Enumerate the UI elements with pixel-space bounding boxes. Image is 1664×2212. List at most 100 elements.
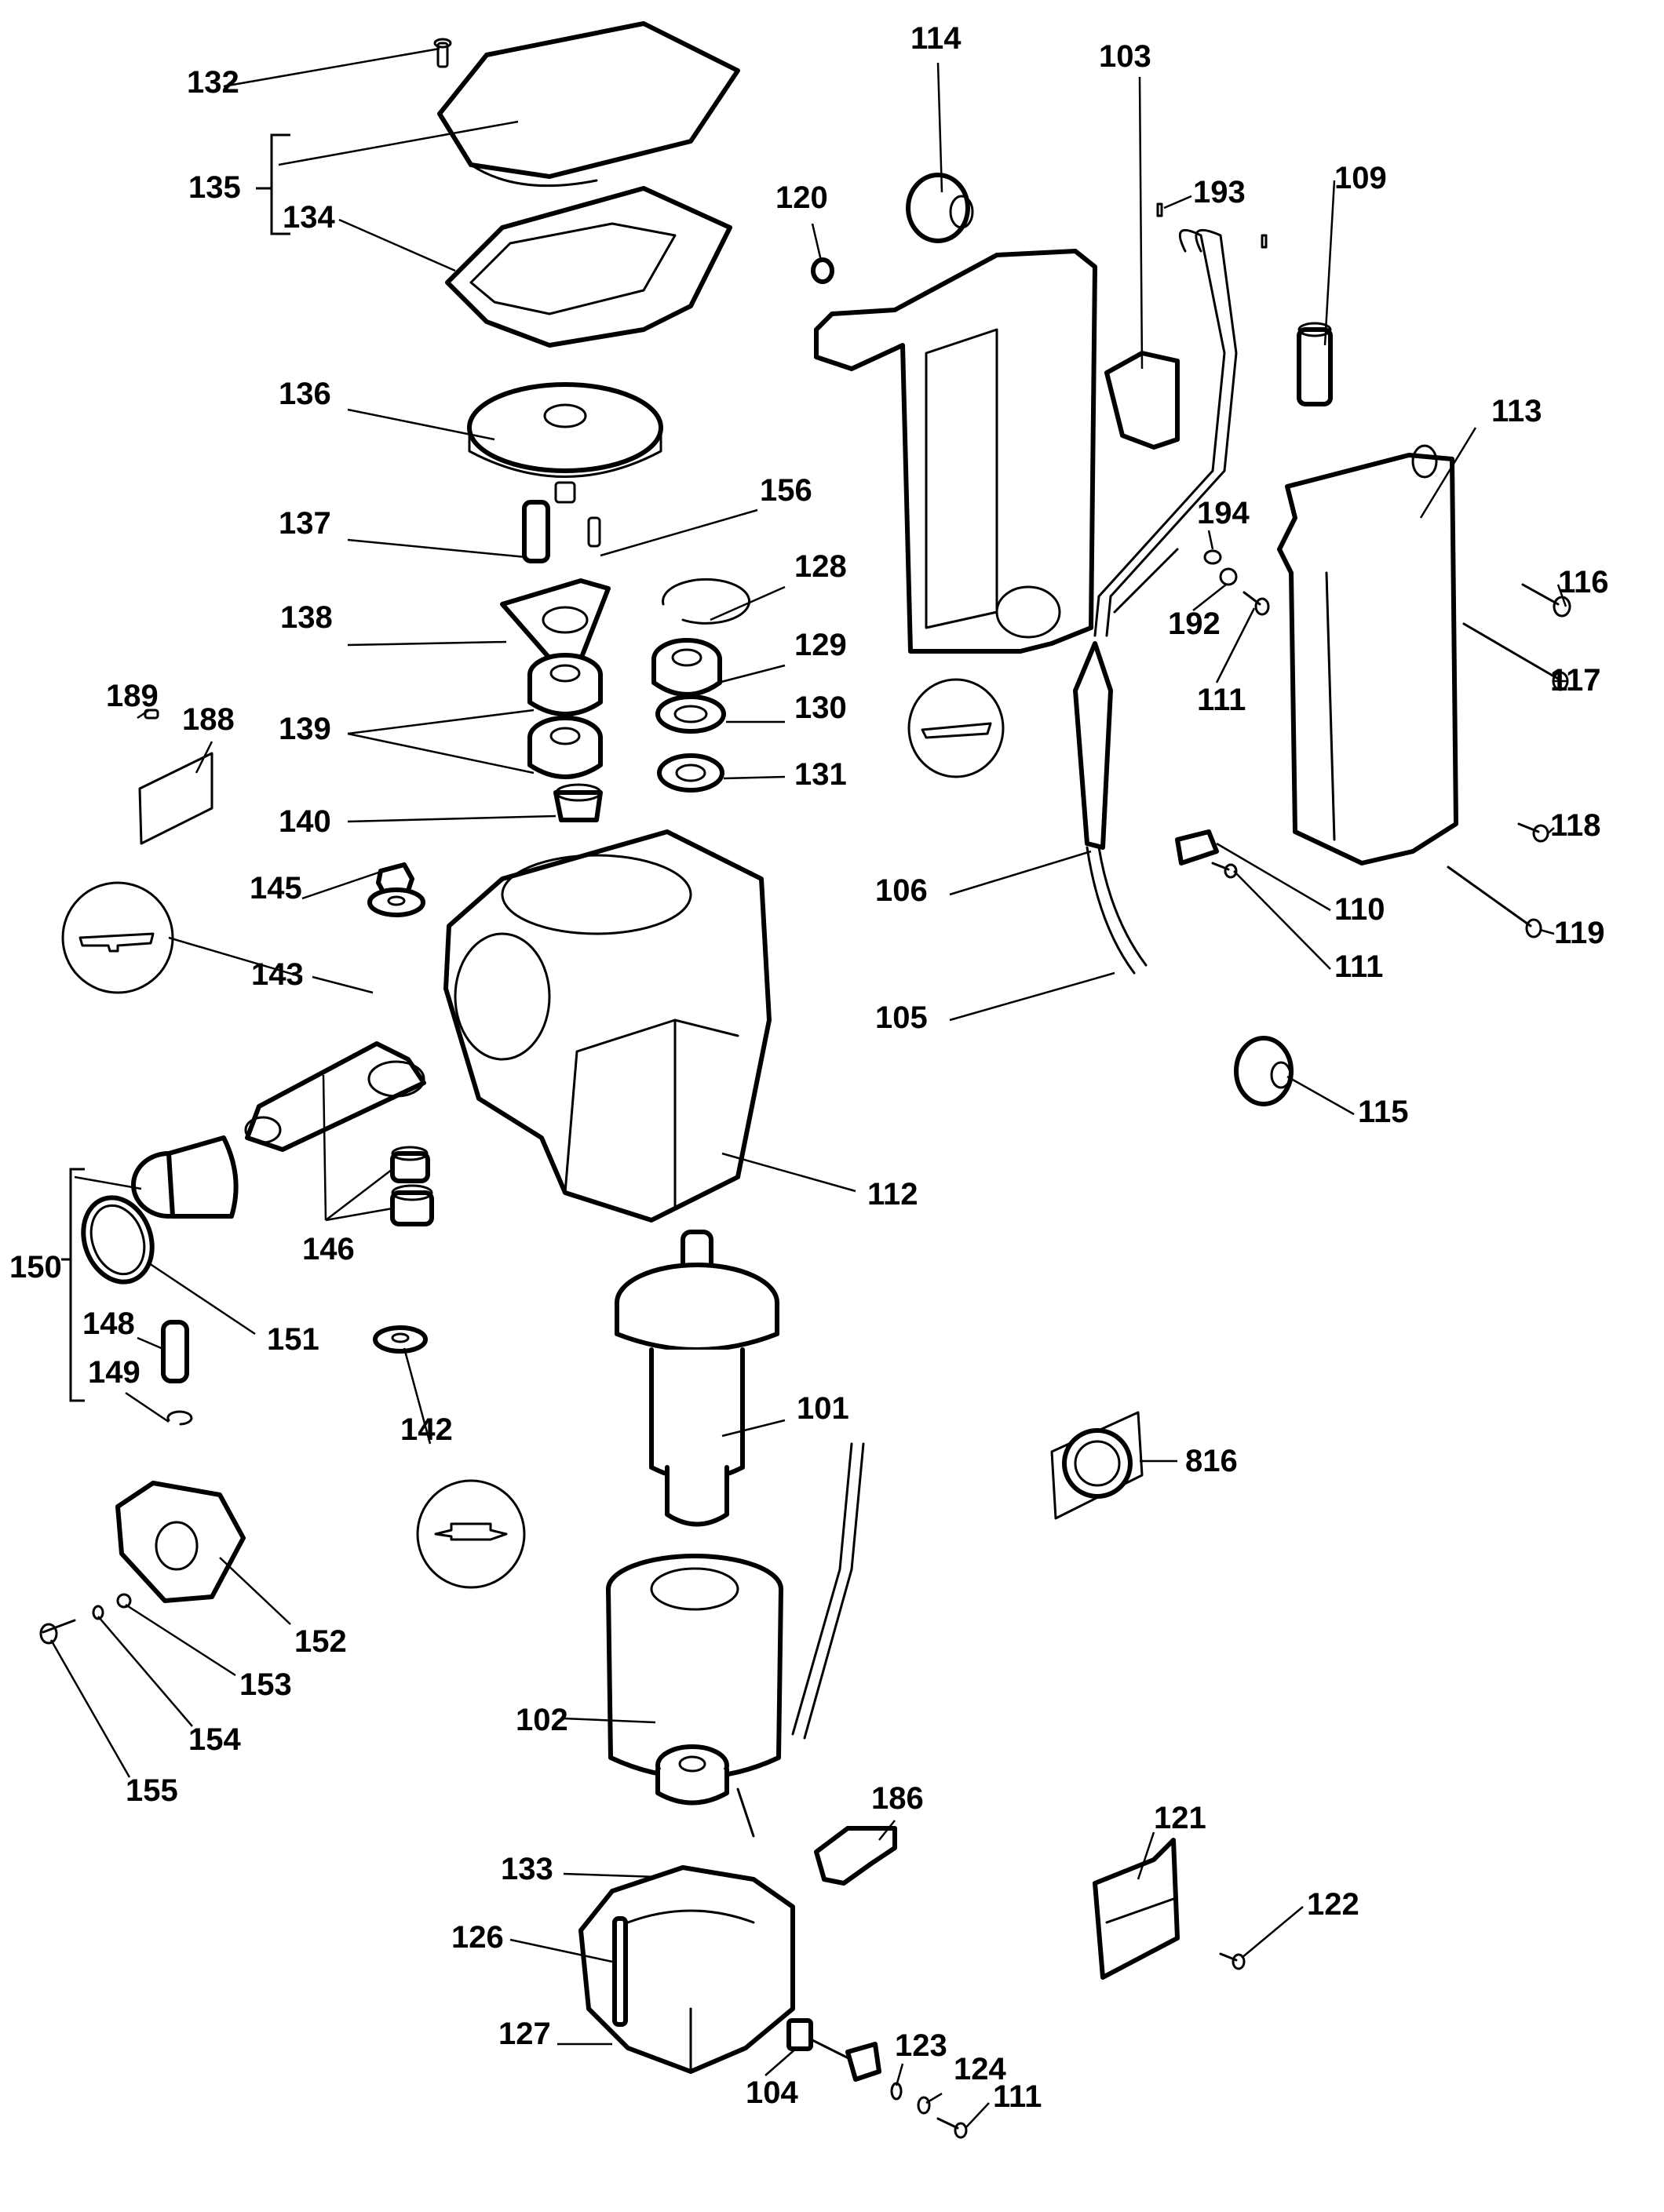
callout-115[interactable]: 115: [1286, 1075, 1409, 1129]
part-153-washer[interactable]: [116, 1593, 132, 1609]
part-151-piston-ring[interactable]: [72, 1188, 164, 1292]
part-118-screw[interactable]: [1517, 822, 1549, 843]
part-111-screw-clamp[interactable]: [1211, 862, 1238, 879]
callout-119[interactable]: 119: [1539, 916, 1605, 950]
callout-118[interactable]: 118: [1547, 808, 1601, 843]
part-149-clip[interactable]: [166, 1410, 193, 1426]
part-155-bolt[interactable]: [39, 1619, 76, 1645]
callout-139[interactable]: 139: [279, 709, 535, 746]
part-122-screw[interactable]: [1219, 1952, 1246, 1970]
callout-137[interactable]: 137: [279, 506, 527, 559]
callout-140[interactable]: 140: [279, 804, 556, 839]
callout-123[interactable]: 123: [895, 2028, 947, 2086]
part-146-needle-bearing-b[interactable]: [390, 1184, 434, 1226]
part-154-washer[interactable]: [92, 1605, 104, 1620]
part-105-cord[interactable]: [1086, 846, 1148, 975]
callout-130[interactable]: 130: [726, 691, 847, 725]
callout-127[interactable]: 127: [498, 2017, 612, 2051]
part-193-contacts[interactable]: [1156, 202, 1268, 249]
callout-102[interactable]: 102: [516, 1703, 656, 1737]
callout-155[interactable]: 155: [49, 1639, 178, 1808]
part-189-rivet[interactable]: [144, 709, 159, 720]
callout-131[interactable]: 131: [723, 757, 847, 792]
callout-149[interactable]: 149: [88, 1355, 170, 1423]
callout-189[interactable]: 189: [106, 679, 159, 720]
part-124-washer[interactable]: [917, 2096, 931, 2115]
callout-146[interactable]: 146: [302, 1074, 355, 1266]
callout-133[interactable]: 133: [501, 1852, 659, 1886]
callout-121[interactable]: 121: [1137, 1801, 1206, 1880]
callout-143[interactable]: 143: [168, 936, 304, 992]
part-156-screw[interactable]: [587, 516, 601, 548]
part-129-bearing[interactable]: [651, 638, 722, 697]
part-139-bearings[interactable]: [527, 653, 603, 779]
part-146-connecting-rod[interactable]: [244, 1041, 426, 1152]
callout-112[interactable]: 112: [721, 1152, 918, 1212]
callout-101[interactable]: 101: [721, 1391, 849, 1438]
callout-122[interactable]: 122: [1241, 1887, 1359, 1959]
callout-193[interactable]: 193: [1163, 175, 1246, 210]
callout-154[interactable]: 154: [97, 1616, 241, 1757]
callout-816[interactable]: 816: [1140, 1444, 1238, 1478]
callout-134[interactable]: 134: [283, 200, 456, 272]
part-132-screw[interactable]: [433, 38, 452, 68]
part-128-circlip[interactable]: [662, 578, 750, 625]
part-142-washer[interactable]: [373, 1325, 428, 1354]
part-192-lock-washer[interactable]: [1219, 567, 1238, 586]
part-188-nameplate[interactable]: [138, 752, 213, 845]
part-110-cord-clamp[interactable]: [1175, 829, 1219, 865]
part-146-needle-bearing-a[interactable]: [390, 1146, 430, 1183]
part-102-field-housing[interactable]: [606, 1442, 865, 1838]
callout-188[interactable]: 188: [182, 702, 235, 774]
part-131-washer[interactable]: [657, 753, 724, 793]
callout-126[interactable]: 126: [451, 1920, 613, 1963]
callout-129[interactable]: 129: [717, 628, 847, 684]
part-140-bushing[interactable]: [553, 783, 603, 822]
callout-113[interactable]: 113: [1419, 394, 1542, 519]
part-112-crank-housing[interactable]: [443, 829, 772, 1223]
callout-111[interactable]: 111: [1233, 870, 1383, 984]
part-148-piston-pin[interactable]: [161, 1320, 189, 1383]
part-126-end-cap[interactable]: [578, 1865, 795, 2074]
callout-138[interactable]: 138: [280, 600, 507, 647]
callout-148[interactable]: 148: [82, 1306, 166, 1351]
callout-110[interactable]: 110: [1216, 842, 1385, 927]
callout-150[interactable]: 150: [9, 1250, 62, 1285]
part-134-gasket[interactable]: [445, 186, 732, 348]
callout-105[interactable]: 105: [875, 971, 1115, 1035]
callout-152[interactable]: 152: [219, 1557, 347, 1659]
part-127-bolt[interactable]: [612, 1916, 628, 2027]
part-104-carbon-brush[interactable]: [786, 2018, 881, 2082]
part-136-gear[interactable]: [467, 382, 663, 504]
callout-114[interactable]: 114: [910, 21, 962, 193]
part-816-badge[interactable]: [1050, 1411, 1144, 1520]
callout-117[interactable]: 117: [1550, 663, 1601, 698]
part-130-seal[interactable]: [655, 694, 726, 734]
callout-186[interactable]: 186: [871, 1781, 924, 1841]
callout-106[interactable]: 106: [875, 850, 1092, 908]
callout-136[interactable]: 136: [279, 377, 495, 441]
callout-109[interactable]: 109: [1323, 161, 1387, 346]
callout-116[interactable]: 116: [1556, 565, 1609, 607]
callout-111[interactable]: 111: [965, 2079, 1042, 2129]
part-119-long-screw[interactable]: [1447, 865, 1542, 938]
part-101-armature[interactable]: [615, 1230, 779, 1527]
part-143-washer[interactable]: [367, 887, 425, 917]
callout-145[interactable]: 145: [250, 869, 384, 906]
callout-156[interactable]: 156: [600, 473, 812, 557]
part-111-screw-lower[interactable]: [936, 2117, 968, 2139]
callout-120[interactable]: 120: [775, 180, 828, 261]
callout-111[interactable]: 111: [1197, 607, 1256, 717]
part-150-piston[interactable]: [131, 1135, 239, 1219]
part-114-grommet[interactable]: [906, 173, 974, 243]
callout-153[interactable]: 153: [125, 1603, 292, 1702]
callout-124[interactable]: 124: [925, 2052, 1006, 2104]
callout-194[interactable]: 194: [1197, 496, 1250, 550]
callout-151[interactable]: 151: [148, 1262, 319, 1357]
part-115-grommet[interactable]: [1234, 1036, 1294, 1106]
callout-103[interactable]: 103: [1099, 39, 1151, 370]
callout-142[interactable]: 142: [400, 1347, 453, 1447]
part-135-gear-cover[interactable]: [437, 21, 740, 188]
part-113-handle-housing-right[interactable]: [1277, 444, 1458, 865]
callout-104[interactable]: 104: [746, 2047, 798, 2110]
